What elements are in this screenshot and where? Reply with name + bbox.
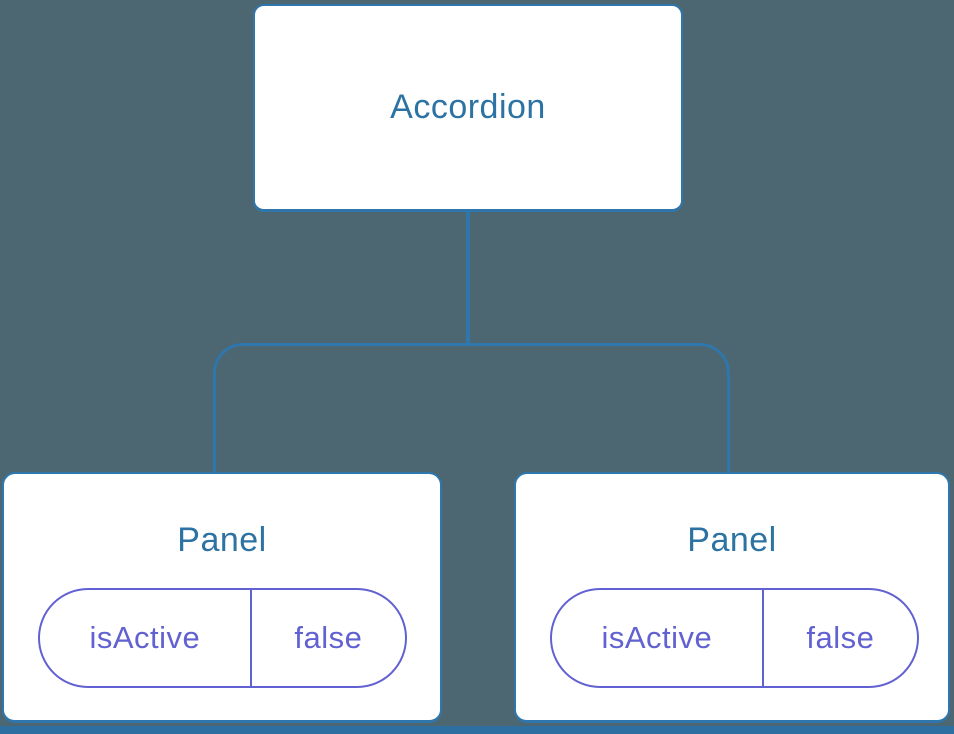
node-panel-right: Panel isActive false — [514, 472, 950, 723]
state-pill-right: isActive false — [550, 588, 919, 688]
state-value: false — [294, 620, 363, 655]
connector-branch — [213, 343, 730, 472]
panel-left-label: Panel — [177, 521, 267, 559]
node-accordion: Accordion — [253, 4, 683, 212]
state-name: isActive — [40, 590, 252, 686]
state-pill-left: isActive false — [38, 588, 407, 688]
panel-right-label: Panel — [687, 521, 777, 559]
connector-stem — [466, 212, 470, 345]
node-panel-left: Panel isActive false — [2, 472, 442, 723]
accordion-label: Accordion — [390, 88, 546, 126]
state-value: false — [806, 620, 875, 655]
bottom-edge-strip — [0, 726, 954, 734]
state-name: isActive — [552, 590, 764, 686]
